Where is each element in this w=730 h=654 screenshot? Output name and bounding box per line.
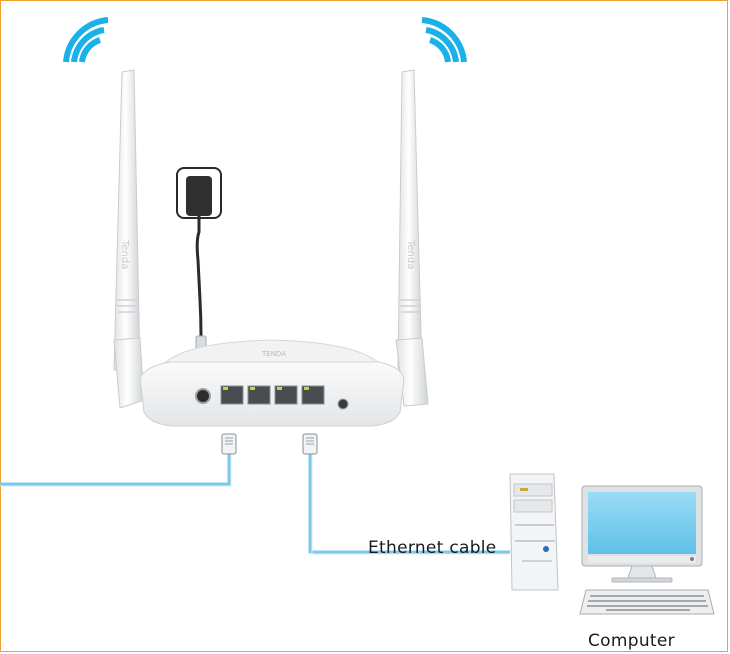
left-antenna: Tenda xyxy=(113,69,145,409)
svg-text:Tenda: Tenda xyxy=(119,239,130,269)
right-antenna: Tenda xyxy=(395,69,429,407)
ethernet-plug-icon xyxy=(221,433,237,455)
power-adapter-icon xyxy=(176,167,222,353)
computer-label: Computer xyxy=(588,631,675,651)
ethernet-cable-left xyxy=(0,452,232,487)
wifi-signal-icon xyxy=(63,17,109,63)
desktop-tower-icon xyxy=(509,473,559,591)
ethernet-cable-right xyxy=(308,452,510,555)
keyboard-icon xyxy=(579,589,715,615)
ethernet-cable-label: Ethernet cable xyxy=(368,538,497,558)
svg-text:TENDA: TENDA xyxy=(261,350,286,358)
monitor-icon xyxy=(581,485,703,583)
svg-text:Tenda: Tenda xyxy=(405,239,416,269)
wifi-signal-icon xyxy=(421,17,467,63)
router-icon: TENDA xyxy=(139,339,405,427)
ethernet-plug-icon xyxy=(302,433,318,455)
